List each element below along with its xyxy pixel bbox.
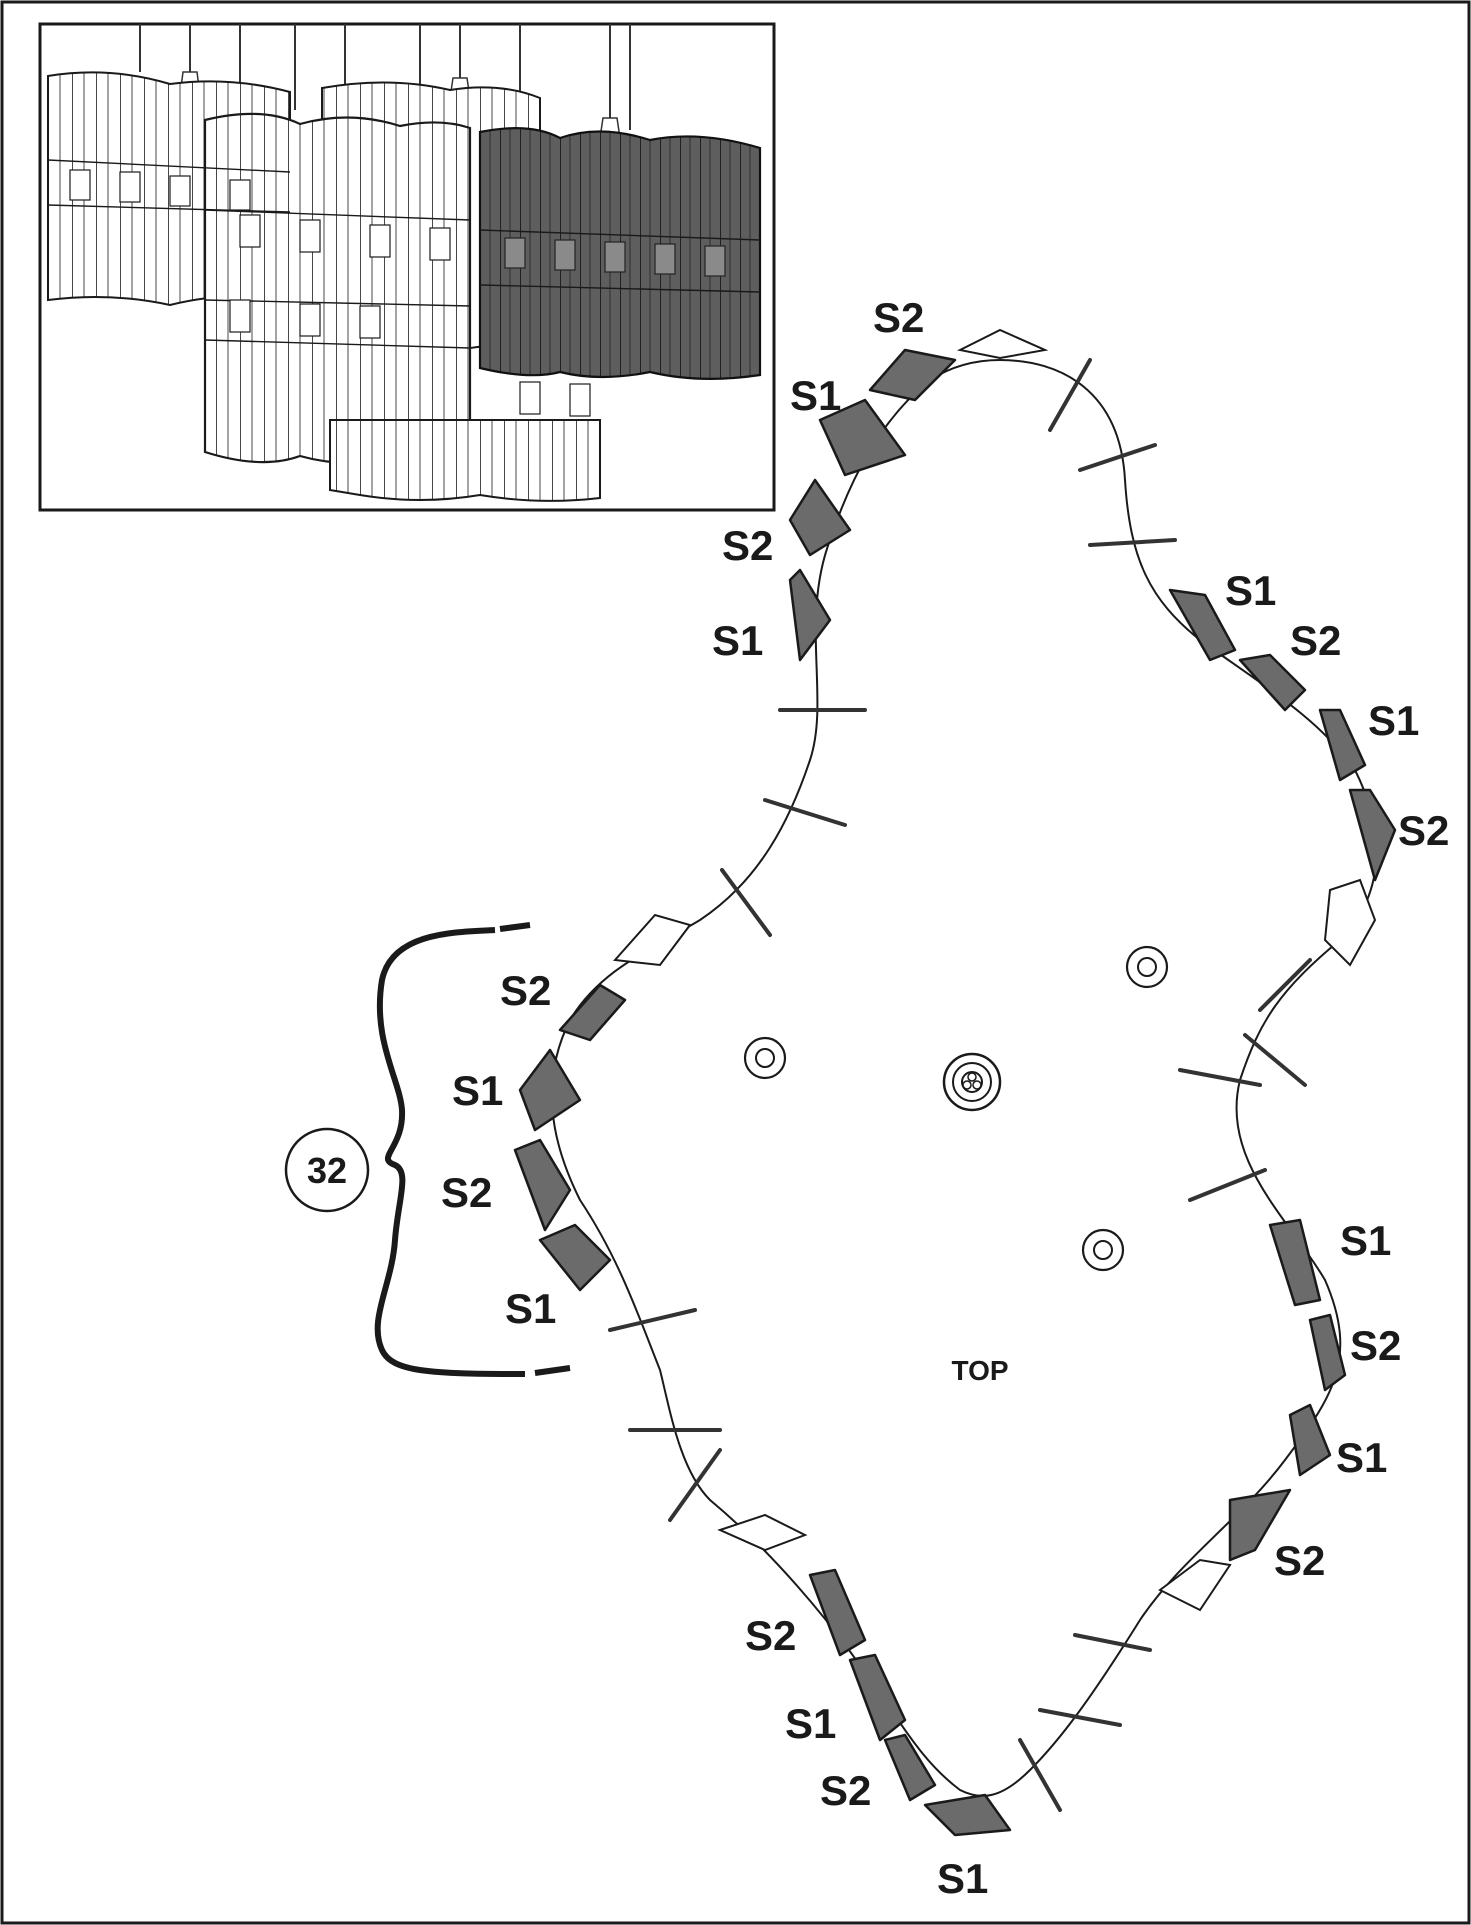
crystal bbox=[848, 1653, 907, 1742]
crystal-label: S1 bbox=[1336, 1434, 1387, 1481]
inset-cluster-lower-back bbox=[329, 419, 601, 502]
callout-number: 32 bbox=[307, 1150, 347, 1191]
crystal bbox=[558, 983, 627, 1042]
crystal-label: S1 bbox=[712, 617, 763, 664]
crystal-label: S1 bbox=[937, 1855, 988, 1902]
crystal bbox=[513, 1138, 572, 1232]
crystal-label: S1 bbox=[790, 372, 841, 419]
crystal bbox=[868, 348, 957, 402]
hub-left bbox=[743, 1036, 787, 1080]
crystal-label: S2 bbox=[1398, 807, 1449, 854]
crystal-label: S1 bbox=[1225, 567, 1276, 614]
curly-brace bbox=[374, 927, 526, 1377]
hub-upper-right bbox=[1125, 945, 1169, 989]
inset-chandelier-illustration bbox=[38, 22, 776, 512]
crystal bbox=[1228, 1488, 1292, 1562]
crystal bbox=[818, 398, 907, 477]
crystal bbox=[788, 478, 852, 557]
labeled-crystals bbox=[513, 348, 1397, 1837]
crystal bbox=[538, 1223, 612, 1292]
callout-circle bbox=[284, 1127, 370, 1213]
crystal bbox=[1168, 588, 1237, 662]
crystal-label: S2 bbox=[745, 1612, 796, 1659]
crystal bbox=[1348, 788, 1397, 882]
hubs bbox=[743, 945, 1169, 1272]
crystal-label: S2 bbox=[441, 1169, 492, 1216]
ring-arms bbox=[608, 358, 1312, 1812]
crystal bbox=[788, 568, 832, 662]
crystal bbox=[1288, 1403, 1332, 1477]
top-label: TOP bbox=[951, 1355, 1008, 1386]
crystal bbox=[808, 1568, 867, 1657]
crystal-label: S2 bbox=[500, 967, 551, 1014]
hub-lower-right bbox=[1081, 1228, 1125, 1272]
crystal bbox=[1238, 653, 1307, 712]
crystal bbox=[518, 1048, 582, 1132]
center-hub bbox=[942, 1052, 1002, 1112]
connector-crystals bbox=[612, 328, 1377, 1612]
crystal bbox=[923, 1793, 1012, 1837]
crystal-label: S2 bbox=[1350, 1322, 1401, 1369]
crystal bbox=[1268, 1218, 1322, 1307]
crystal-label: S2 bbox=[873, 294, 924, 341]
crystal-label: S1 bbox=[452, 1067, 503, 1114]
crystal-label: S1 bbox=[1368, 697, 1419, 744]
crystal-label: S2 bbox=[820, 1767, 871, 1814]
crystal-label: S2 bbox=[1290, 617, 1341, 664]
crystal bbox=[883, 1733, 937, 1802]
crystal-label: S1 bbox=[785, 1700, 836, 1747]
crystal-label: S1 bbox=[505, 1285, 556, 1332]
brace-dash-bottom bbox=[534, 1365, 571, 1376]
crystal bbox=[1318, 708, 1367, 782]
crystal-label: S1 bbox=[1340, 1217, 1391, 1264]
inset-cluster-front bbox=[203, 112, 472, 465]
crystal bbox=[1308, 1313, 1347, 1392]
crystal-label: S2 bbox=[722, 522, 773, 569]
brace-dash-top bbox=[499, 922, 531, 932]
crystal-label: S2 bbox=[1274, 1537, 1325, 1584]
crystal-labels: S2 S1 S2 S1 S1 S2 S1 S2 S2 S1 S2 S1 S1 S… bbox=[441, 294, 1449, 1902]
